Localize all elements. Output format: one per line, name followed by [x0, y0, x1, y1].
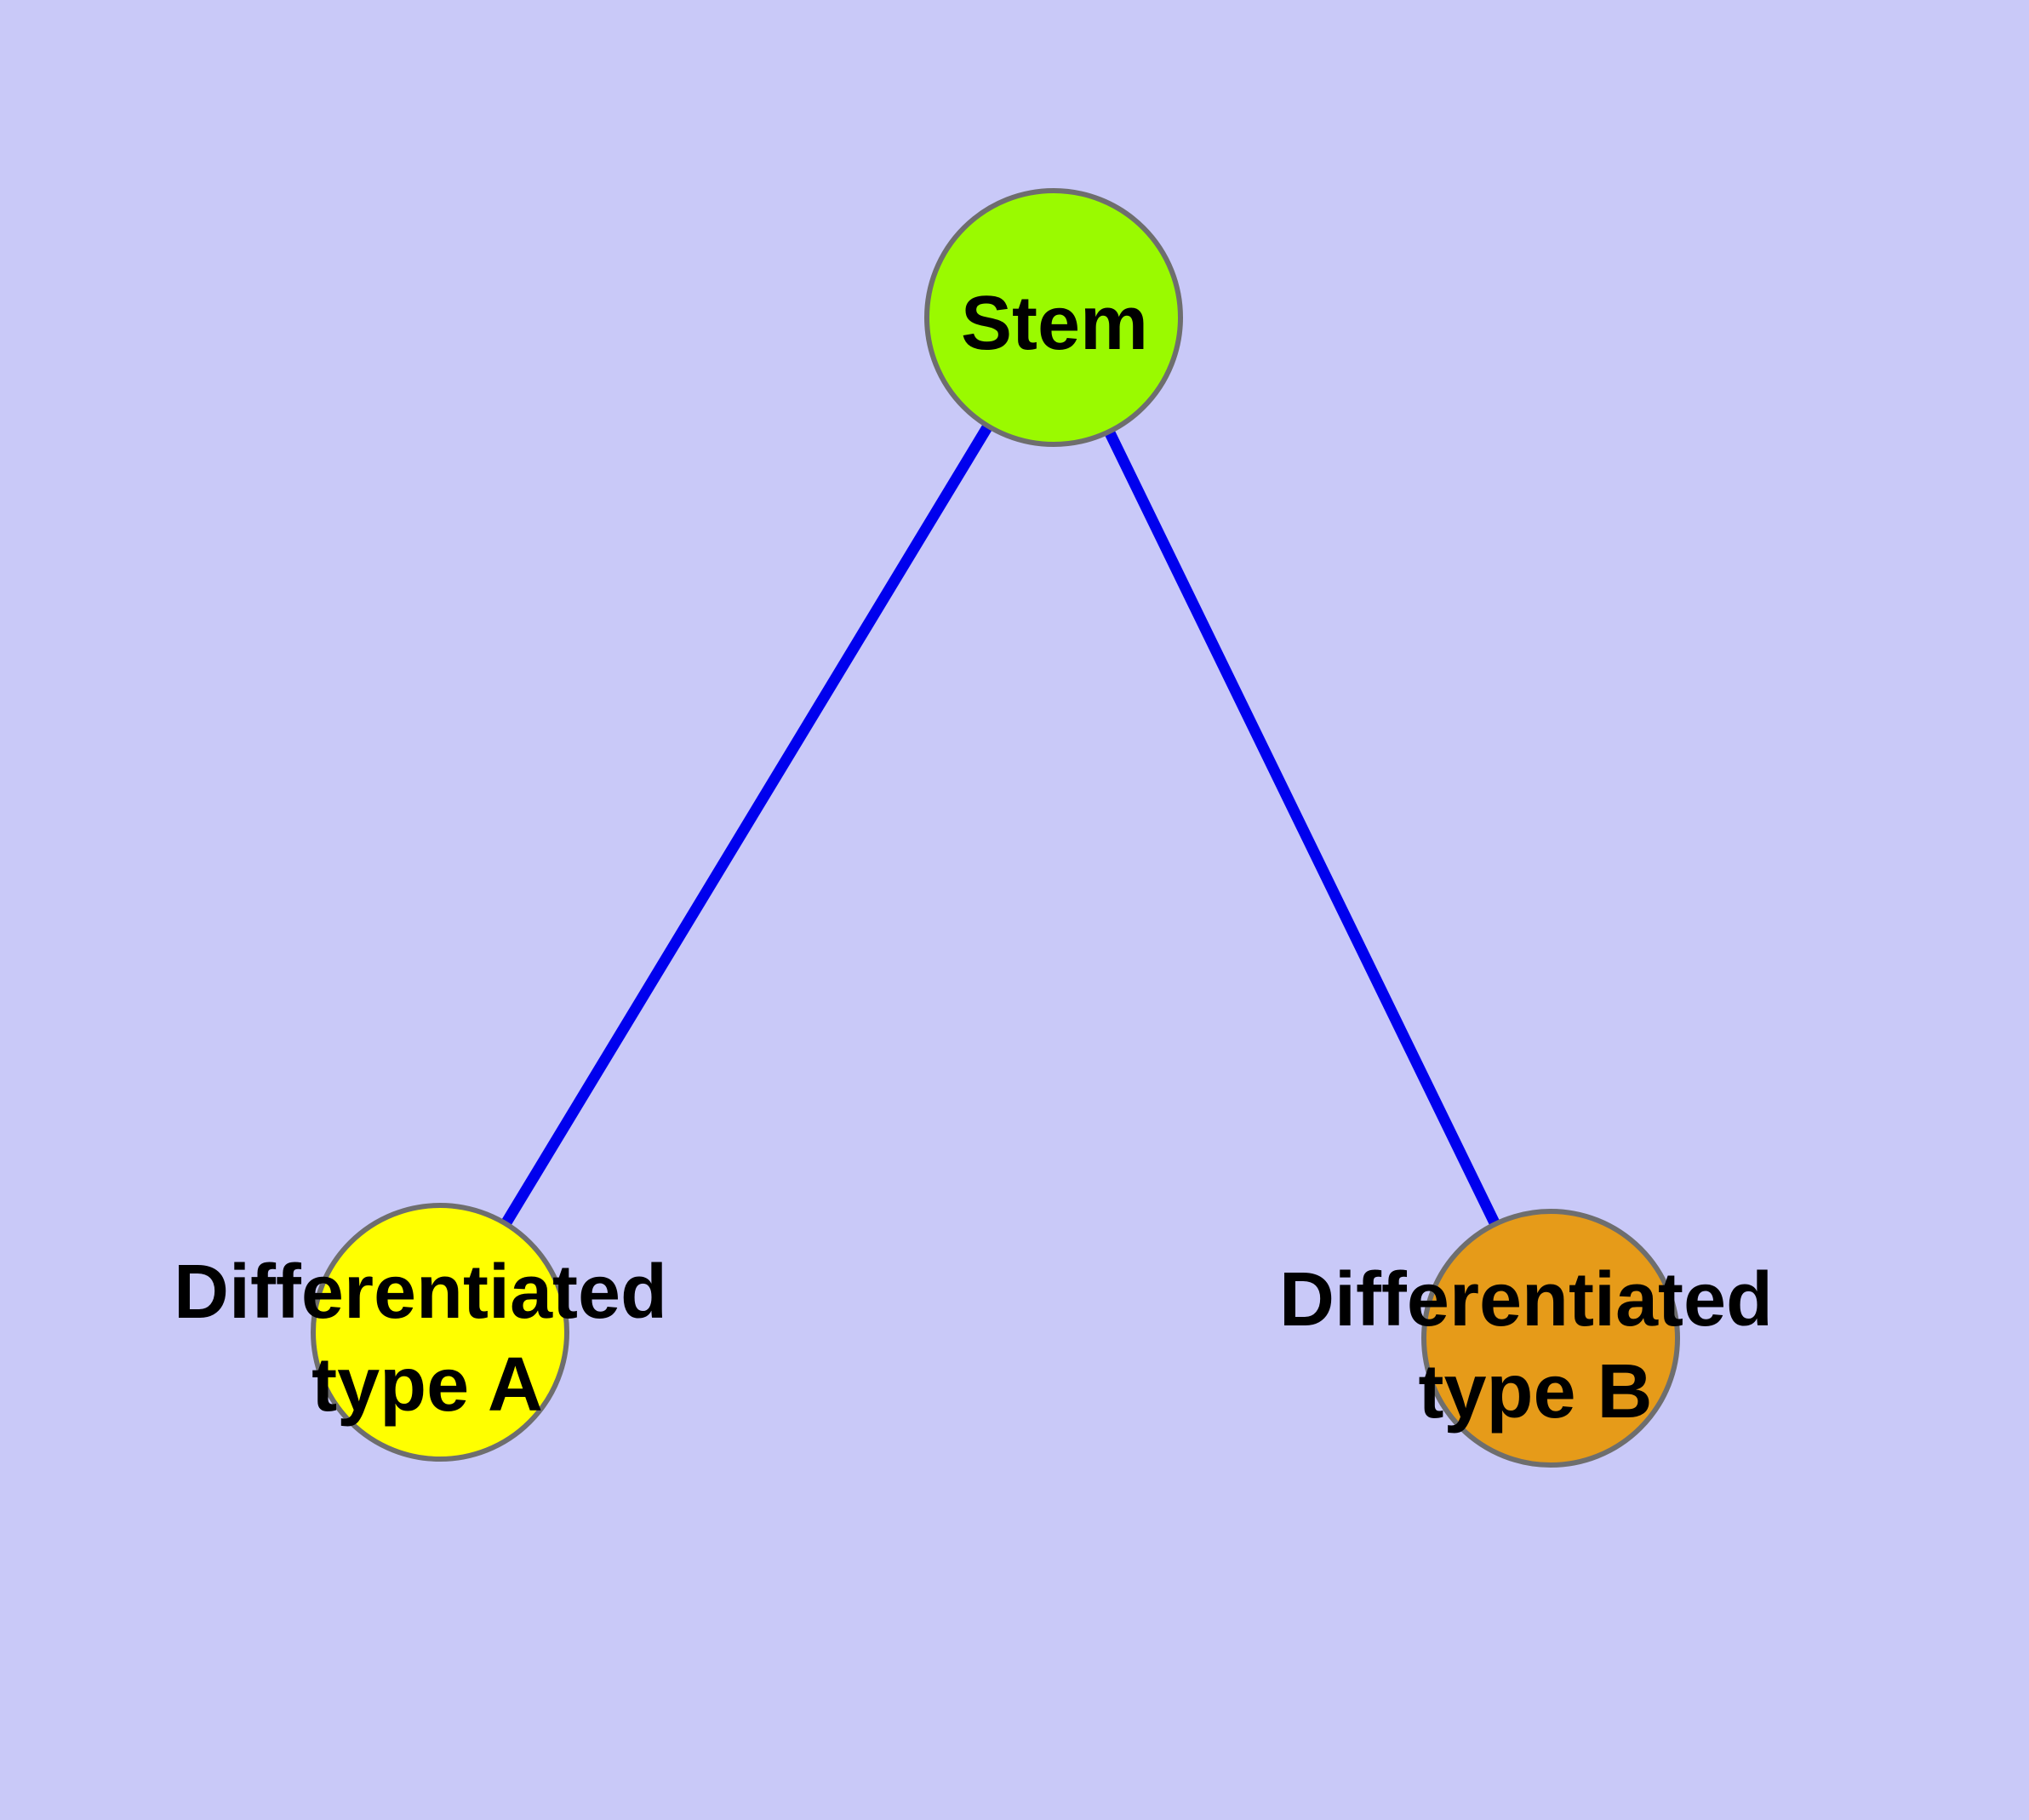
node-type-b-label-line-2: type B: [1418, 1349, 1652, 1434]
node-type-a-label-line-1: Differentiated: [174, 1250, 667, 1335]
node-differentiated-type-b: Differentiated type B: [1279, 1209, 1773, 1468]
node-differentiated-type-a: Differentiated type A: [174, 1203, 667, 1462]
node-stem: Stem: [924, 188, 1183, 447]
node-stem-circle: [924, 188, 1183, 447]
edge-stem-to-type-b: [1049, 315, 1556, 1341]
node-type-b-label-line-1: Differentiated: [1279, 1257, 1773, 1342]
node-type-a-circle: [311, 1203, 569, 1462]
node-stem-label: Stem: [961, 281, 1148, 366]
node-type-a-label-line-2: type A: [311, 1342, 543, 1428]
edge-stem-to-type-a: [435, 314, 1059, 1336]
node-type-b-circle: [1421, 1209, 1680, 1468]
